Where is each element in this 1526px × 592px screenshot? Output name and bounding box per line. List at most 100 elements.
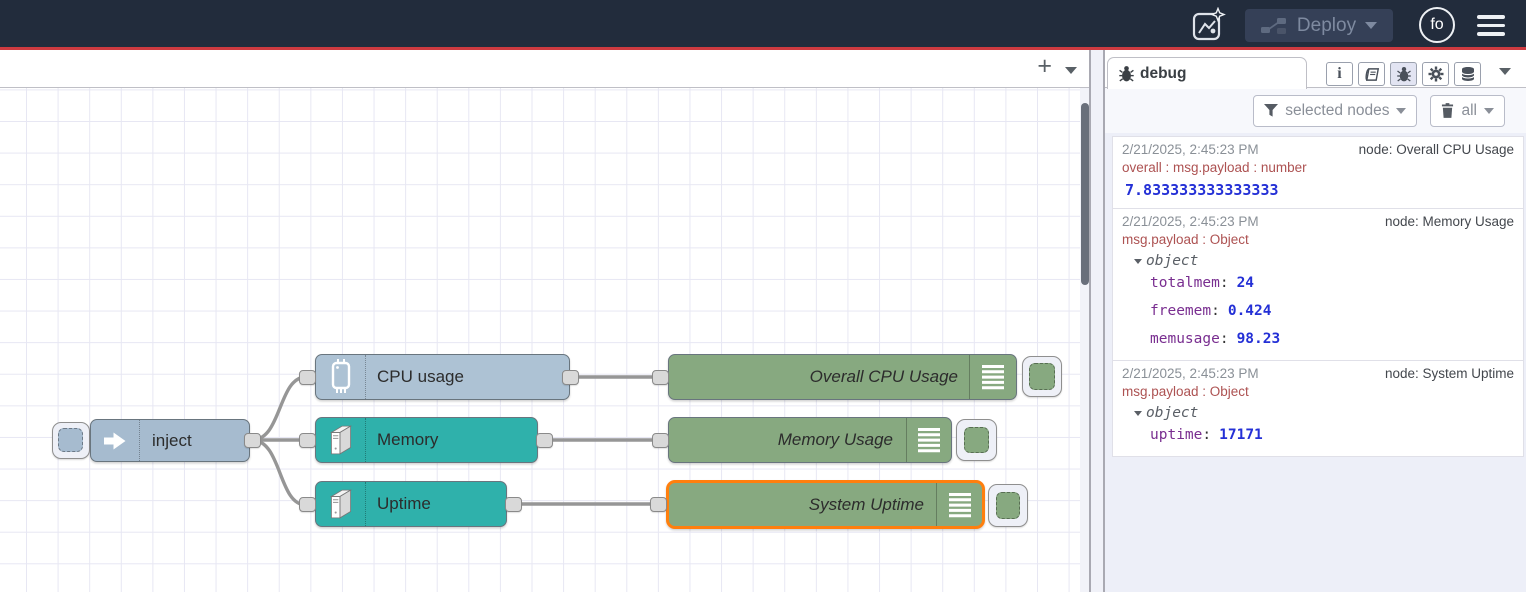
add-flow-button[interactable]: + bbox=[1037, 52, 1052, 80]
port-inject-output[interactable] bbox=[244, 433, 261, 448]
node-debug-overall-cpu-usage[interactable]: Overall CPU Usage bbox=[668, 354, 1017, 400]
debug-message-list[interactable]: 2/21/2025, 2:45:23 PM node: Overall CPU … bbox=[1105, 133, 1526, 592]
debug-filter-label: selected nodes bbox=[1285, 101, 1390, 119]
node-label: Memory bbox=[377, 430, 439, 449]
port-cpu-input[interactable] bbox=[299, 370, 316, 385]
debug-clear-label: all bbox=[1461, 101, 1477, 119]
sidebar-tabs-caret[interactable] bbox=[1499, 68, 1511, 75]
node-label: Overall CPU Usage bbox=[809, 367, 958, 386]
node-inject[interactable]: inject bbox=[90, 419, 250, 462]
sidebar-splitter[interactable] bbox=[1091, 50, 1103, 592]
node-debug-memory-usage[interactable]: Memory Usage bbox=[668, 417, 952, 463]
node-label: Memory Usage bbox=[777, 430, 893, 449]
message-timestamp: 2/21/2025, 2:45:23 PM bbox=[1122, 366, 1259, 381]
debug-tab-button[interactable] bbox=[1390, 62, 1417, 86]
node-memory[interactable]: Memory bbox=[315, 417, 538, 463]
node-uptime[interactable]: Uptime bbox=[315, 481, 507, 527]
deploy-button[interactable]: Deploy bbox=[1245, 9, 1393, 42]
menu-bar bbox=[1477, 23, 1505, 28]
message-timestamp: 2/21/2025, 2:45:23 PM bbox=[1122, 142, 1259, 157]
debug-toggle-memory-usage-inner[interactable] bbox=[964, 427, 989, 453]
message-value: 7.833333333333333 bbox=[1125, 181, 1279, 199]
computer-tower-icon bbox=[329, 425, 352, 455]
message-property-path: msg.payload : Object bbox=[1122, 232, 1249, 247]
user-avatar-label: fo bbox=[1430, 16, 1444, 33]
node-debug-system-uptime[interactable]: System Uptime bbox=[666, 480, 985, 529]
object-expander[interactable]: object bbox=[1122, 253, 1514, 269]
canvas-scrollbar-track[interactable] bbox=[1080, 88, 1089, 592]
filter-caret bbox=[1396, 107, 1407, 114]
info-tab-button[interactable]: i bbox=[1326, 62, 1353, 86]
sidebar-left-border bbox=[1103, 50, 1105, 592]
debug-clear-button[interactable]: all bbox=[1430, 94, 1505, 127]
node-label: System Uptime bbox=[808, 494, 924, 514]
port-uptime-output[interactable] bbox=[505, 497, 522, 512]
sidebar-icon-row: i bbox=[1326, 62, 1481, 86]
deploy-icon bbox=[1260, 17, 1286, 34]
config-nodes-tab-button[interactable] bbox=[1422, 62, 1449, 86]
header-bar: Deploy fo bbox=[0, 0, 1526, 50]
bug-icon bbox=[1119, 66, 1134, 82]
cpu-icon-region bbox=[316, 355, 366, 399]
message-timestamp: 2/21/2025, 2:45:23 PM bbox=[1122, 214, 1259, 229]
message-node-name: node: Memory Usage bbox=[1384, 214, 1514, 229]
uptime-icon-region bbox=[316, 482, 366, 526]
debug-toolbar: selected nodes all bbox=[1105, 88, 1526, 133]
debug-message[interactable]: 2/21/2025, 2:45:23 PM node: Memory Usage… bbox=[1112, 209, 1524, 361]
workspace-tab-bar: + bbox=[0, 50, 1089, 88]
trash-icon bbox=[1441, 103, 1454, 118]
computer-tower-icon bbox=[329, 489, 352, 519]
property-value: 98.23 bbox=[1236, 331, 1281, 347]
property-value: 24 bbox=[1236, 275, 1255, 291]
flow-list-caret[interactable] bbox=[1065, 67, 1077, 74]
canvas-scrollbar-thumb[interactable] bbox=[1081, 103, 1089, 285]
debug-message[interactable]: 2/21/2025, 2:45:23 PM node: System Uptim… bbox=[1112, 361, 1524, 457]
bug-icon bbox=[1396, 67, 1411, 82]
port-debug-memory-usage-input[interactable] bbox=[652, 433, 669, 448]
message-property-path: msg.payload : Object bbox=[1122, 384, 1249, 399]
debug-toggle-overall-cpu-inner[interactable] bbox=[1029, 363, 1055, 390]
message-node-name: node: Overall CPU Usage bbox=[1358, 142, 1514, 157]
inject-icon-region bbox=[91, 420, 140, 461]
menu-bar bbox=[1477, 15, 1505, 19]
filter-funnel-icon bbox=[1264, 104, 1279, 117]
debug-list-icon bbox=[982, 365, 1004, 390]
flow-sparkle-icon bbox=[1192, 6, 1226, 41]
node-label: CPU usage bbox=[377, 367, 464, 386]
debug-icon-region bbox=[906, 418, 951, 462]
object-expander[interactable]: object bbox=[1122, 405, 1514, 421]
debug-message[interactable]: 2/21/2025, 2:45:23 PM node: Overall CPU … bbox=[1112, 136, 1524, 209]
message-meta: 2/21/2025, 2:45:23 PM node: Memory Usage bbox=[1122, 214, 1514, 229]
port-memory-input[interactable] bbox=[299, 433, 316, 448]
inject-arrow-icon bbox=[104, 432, 126, 449]
debug-list-icon bbox=[918, 428, 940, 453]
message-meta: 2/21/2025, 2:45:23 PM node: System Uptim… bbox=[1122, 366, 1514, 381]
port-uptime-input[interactable] bbox=[299, 497, 316, 512]
port-debug-overall-cpu-input[interactable] bbox=[652, 370, 669, 385]
port-debug-system-uptime-input[interactable] bbox=[650, 497, 667, 512]
deploy-options-caret[interactable] bbox=[1365, 22, 1378, 29]
message-node-name: node: System Uptime bbox=[1384, 366, 1514, 381]
tab-debug-label: debug bbox=[1140, 64, 1187, 82]
context-data-tab-button[interactable] bbox=[1454, 62, 1481, 86]
book-icon bbox=[1365, 67, 1380, 81]
help-tab-button[interactable] bbox=[1358, 62, 1385, 86]
object-property: uptime17171 bbox=[1122, 421, 1514, 449]
gear-icon bbox=[1428, 66, 1443, 82]
property-key: memusage bbox=[1150, 331, 1229, 347]
object-property: memusage 98.23 bbox=[1122, 325, 1514, 353]
node-cpu-usage[interactable]: CPU usage bbox=[315, 354, 570, 400]
tab-debug[interactable]: debug bbox=[1107, 57, 1307, 89]
property-key: freemem bbox=[1150, 303, 1220, 319]
user-avatar[interactable]: fo bbox=[1419, 7, 1455, 43]
debug-filter-button[interactable]: selected nodes bbox=[1253, 94, 1418, 127]
object-label: object bbox=[1146, 253, 1199, 269]
microchip-icon bbox=[331, 359, 350, 393]
ai-assistant-button[interactable] bbox=[1190, 6, 1226, 43]
port-cpu-output[interactable] bbox=[562, 370, 579, 385]
main-menu-button[interactable] bbox=[1477, 15, 1505, 36]
debug-toggle-system-uptime-inner[interactable] bbox=[996, 492, 1020, 519]
inject-trigger-button-inner[interactable] bbox=[58, 428, 83, 452]
port-memory-output[interactable] bbox=[536, 433, 553, 448]
